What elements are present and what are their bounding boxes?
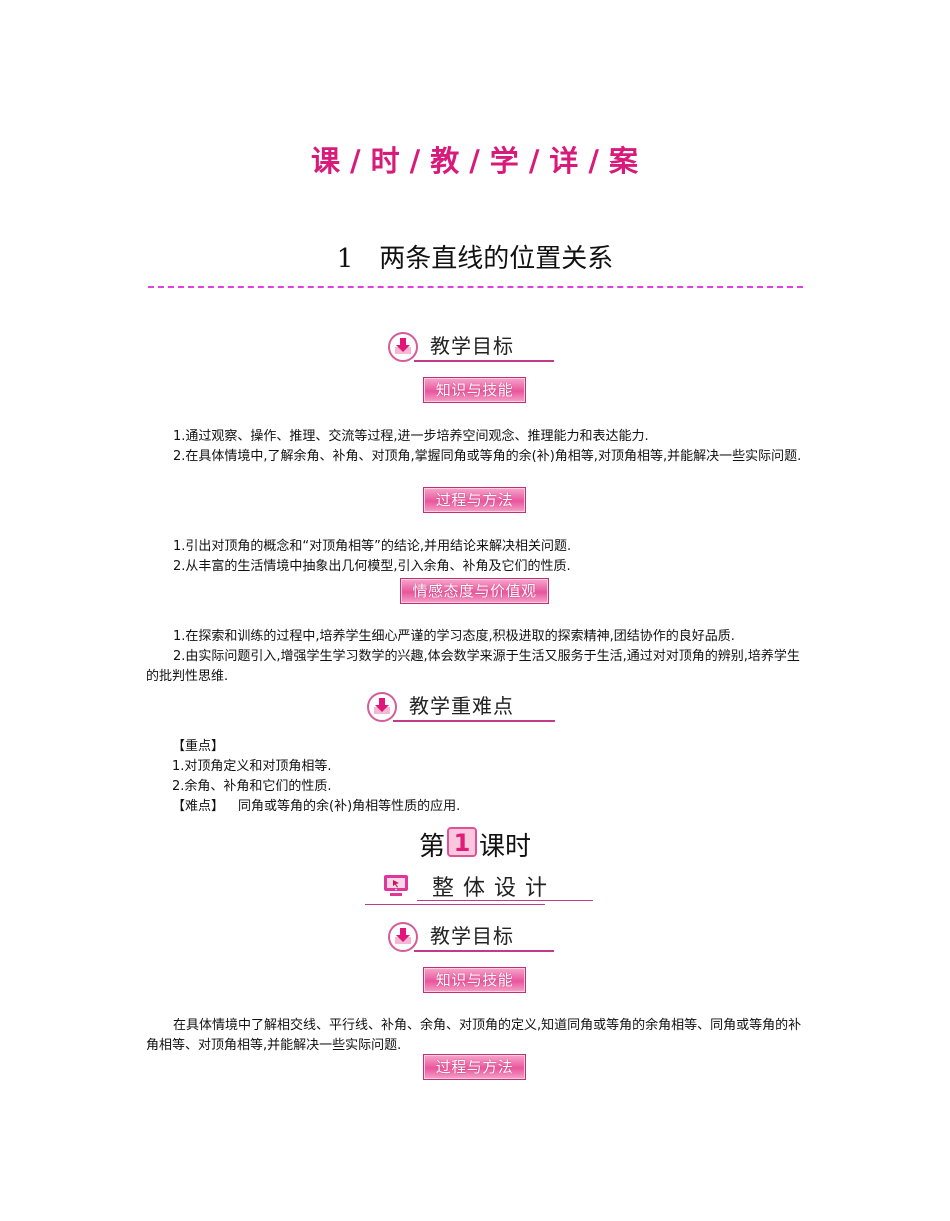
- key-label: 【重点】: [172, 739, 225, 754]
- banner-separator: /: [528, 144, 541, 178]
- lesson-title: 1 两条直线的位置关系: [0, 238, 950, 275]
- banner-char: 案: [609, 144, 640, 178]
- download-arrow-icon: [367, 692, 397, 722]
- paragraph: 2.在具体情境中,了解余角、补角、对顶角,掌握同角或等角的余(补)角相等,对顶角…: [173, 449, 802, 464]
- overall-design-header: 整体设计: [365, 868, 595, 908]
- key-item: 2.余角、补角和它们的性质.: [172, 779, 332, 794]
- key-points-content: 【重点】 1.对顶角定义和对顶角相等. 2.余角、补角和它们的性质. 【难点】同…: [172, 737, 772, 817]
- heading-underline: [417, 900, 593, 901]
- key-item: 1.对顶角定义和对顶角相等.: [172, 759, 332, 774]
- banner-char: 时: [370, 144, 401, 178]
- paragraph: 2.从丰富的生活情境中抽象出几何模型,引入余角、补角及它们的性质.: [173, 559, 571, 574]
- overall-design-heading: 整体设计: [432, 876, 557, 901]
- paragraph: 2.由实际问题引入,增强学生学习数学的兴趣,体会数学来源于生活又服务于生活,通过…: [146, 649, 800, 684]
- banner-separator: /: [469, 144, 481, 178]
- tag-knowledge-skills: 知识与技能: [423, 967, 526, 993]
- section-heading: 教学重难点: [409, 694, 514, 718]
- tag-process-methods: 过程与方法: [423, 1054, 526, 1080]
- heading-underline: [393, 720, 555, 722]
- section-heading: 教学目标: [430, 924, 514, 948]
- paragraph: 1.通过观察、操作、推理、交流等过程,进一步培养空间观念、推理能力和表达能力.: [173, 429, 649, 444]
- heading-underline: [414, 950, 554, 952]
- paragraph: 1.引出对顶角的概念和“对顶角相等”的结论,并用结论来解决相关问题.: [173, 539, 572, 554]
- banner-separator: /: [588, 144, 601, 178]
- banner-char: 教: [430, 144, 461, 178]
- heading-underline: [365, 904, 545, 905]
- section-header-period-goals: 教学目标: [388, 920, 558, 954]
- period-prefix: 第: [418, 832, 445, 862]
- period-knowledge-skills-content: 在具体情境中了解相交线、平行线、补角、余角、对顶角的定义,知道同角或等角的余角相…: [146, 1016, 804, 1056]
- period-number-badge: 1: [447, 827, 477, 857]
- monitor-icon: [384, 875, 408, 896]
- download-arrow-icon: [388, 922, 418, 952]
- section-heading: 教学目标: [430, 334, 514, 358]
- difficult-label: 【难点】: [172, 799, 225, 814]
- lesson-title-text: 两条直线的位置关系: [379, 244, 614, 274]
- lesson-number: 1: [336, 244, 354, 274]
- banner-char: 课: [310, 144, 341, 178]
- banner-title: 课/时/教/学/详/案: [0, 138, 950, 180]
- banner-char: 详: [549, 144, 580, 178]
- attitudes-values-content: 1.在探索和训练的过程中,培养学生细心严谨的学习态度,积极进取的探索精神,团结协…: [146, 627, 804, 687]
- tag-attitudes-values: 情感态度与价值观: [400, 578, 549, 604]
- difficult-text: 同角或等角的余(补)角相等性质的应用.: [238, 799, 461, 814]
- tag-knowledge-skills: 知识与技能: [423, 377, 526, 403]
- paragraph: 在具体情境中了解相交线、平行线、补角、余角、对顶角的定义,知道同角或等角的余角相…: [146, 1018, 802, 1053]
- section-header-key-points: 教学重难点: [367, 690, 557, 724]
- banner-separator: /: [349, 144, 362, 178]
- banner-separator: /: [409, 144, 422, 178]
- tag-process-methods: 过程与方法: [423, 487, 526, 513]
- banner-char: 学: [489, 144, 520, 178]
- section-header-teaching-goals: 教学目标: [388, 330, 558, 364]
- knowledge-skills-content: 1.通过观察、操作、推理、交流等过程,进一步培养空间观念、推理能力和表达能力. …: [146, 427, 804, 467]
- difficult-line: 【难点】同角或等角的余(补)角相等性质的应用.: [172, 797, 772, 817]
- period-suffix: 课时: [479, 832, 532, 862]
- download-arrow-icon: [388, 332, 418, 362]
- heading-underline: [414, 360, 554, 362]
- process-methods-content: 1.引出对顶角的概念和“对顶角相等”的结论,并用结论来解决相关问题. 2.从丰富…: [146, 537, 804, 577]
- paragraph: 1.在探索和训练的过程中,培养学生细心严谨的学习态度,积极进取的探索精神,团结协…: [173, 629, 735, 644]
- dashed-divider: [148, 286, 803, 288]
